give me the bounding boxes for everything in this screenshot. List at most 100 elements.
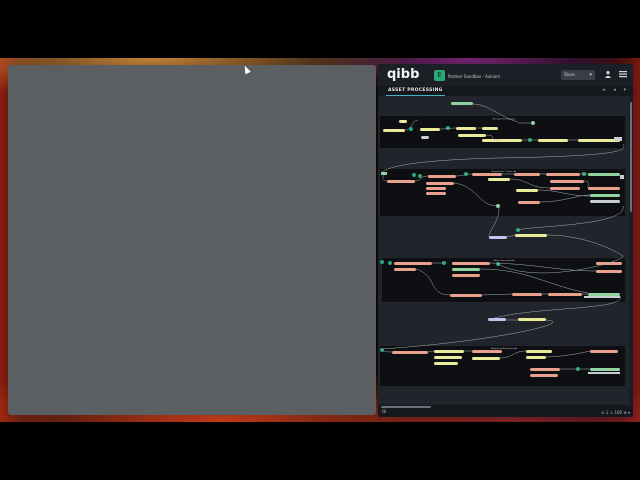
flow-node[interactable] [380, 260, 384, 264]
flow-node[interactable] [464, 172, 468, 176]
flow-node[interactable] [488, 318, 506, 321]
flow-node[interactable] [590, 368, 620, 371]
flow-node[interactable] [578, 139, 620, 142]
flow-diagram: Get Input From Axinom Request File / Cre… [380, 102, 625, 386]
user-icon[interactable] [604, 70, 612, 78]
grid-toggle-icon[interactable]: ⊞ [382, 409, 387, 415]
flow-group-1-label: Get Input From Axinom [492, 118, 515, 121]
flow-group-4-label: Notify Encoding Status Job [491, 347, 518, 350]
flow-node[interactable] [456, 127, 476, 130]
flow-node[interactable] [518, 318, 546, 321]
flow-node[interactable] [387, 180, 415, 183]
flow-node[interactable] [434, 350, 464, 353]
user-icon-glyph [605, 71, 611, 78]
flow-group-3 [382, 258, 625, 302]
hamburger-menu-icon[interactable] [618, 69, 628, 79]
flow-node[interactable] [482, 139, 522, 142]
project-icon[interactable]: E [434, 70, 445, 81]
flow-node[interactable] [472, 357, 500, 360]
flow-node[interactable] [584, 296, 620, 298]
flow-node[interactable] [420, 128, 440, 131]
flow-node[interactable] [399, 120, 407, 123]
flow-canvas[interactable]: Get Input From Axinom Request File / Cre… [378, 96, 629, 405]
flow-node[interactable] [514, 173, 540, 176]
flow-node[interactable] [548, 293, 582, 296]
status-indicators[interactable]: ⊖ 1 ⚠ 100 ⊕ ▾ [601, 410, 630, 415]
project-name[interactable]: Partner Sandbox - Axinom [448, 74, 501, 79]
flow-node[interactable] [458, 134, 486, 137]
flow-node[interactable] [590, 200, 620, 203]
flow-node[interactable] [620, 175, 624, 179]
flow-node[interactable] [452, 262, 490, 265]
flow-node[interactable] [546, 173, 580, 176]
flow-tab-bar: ASSET PROCESSING ▸ ◂ ▾ [378, 86, 633, 96]
flow-node[interactable] [383, 129, 405, 132]
flow-node[interactable] [512, 293, 542, 296]
flow-group-2 [380, 169, 625, 216]
flow-node[interactable] [450, 294, 482, 297]
flow-node[interactable] [412, 173, 416, 177]
flow-node[interactable] [590, 194, 620, 197]
flow-node[interactable] [516, 189, 538, 192]
flow-node[interactable] [452, 274, 480, 277]
flow-node[interactable] [434, 362, 458, 365]
vertical-scroll-thumb[interactable] [630, 102, 632, 212]
flow-wires [415, 234, 624, 296]
flow-node[interactable] [394, 268, 416, 271]
tab-scroll-controls[interactable]: ▸ ◂ ▾ [603, 87, 629, 93]
qibb-logo[interactable]: qibb [387, 67, 420, 82]
hamburger-menu-glyph [619, 71, 627, 78]
flow-node[interactable] [515, 234, 547, 237]
flow-node[interactable] [530, 368, 560, 371]
flow-node[interactable] [530, 374, 558, 377]
flow-node[interactable] [381, 172, 387, 175]
flow-node[interactable] [488, 178, 510, 181]
flow-node[interactable] [550, 180, 584, 183]
flow-node[interactable] [394, 262, 432, 265]
store-select[interactable]: Store ▾ [561, 70, 595, 80]
flow-node[interactable] [596, 270, 622, 273]
store-select-value: Store [564, 72, 575, 77]
flow-node[interactable] [590, 350, 618, 353]
status-bar: ⊞ ⊖ 1 ⚠ 100 ⊕ ▾ [378, 408, 633, 417]
flow-node[interactable] [380, 348, 384, 352]
flow-node[interactable] [418, 174, 422, 178]
tab-asset-processing[interactable]: ASSET PROCESSING [386, 86, 445, 96]
flow-node[interactable] [538, 139, 568, 142]
flow-node[interactable] [482, 127, 498, 130]
app-header: qibb E Partner Sandbox - Axinom Store ▾ [378, 64, 633, 86]
flow-node[interactable] [426, 182, 454, 185]
flow-node[interactable] [489, 236, 507, 239]
blank-window[interactable] [8, 65, 376, 415]
flow-wires [404, 103, 578, 141]
flow-node[interactable] [588, 173, 620, 176]
flow-node[interactable] [434, 356, 462, 359]
flow-wires [380, 143, 625, 207]
flow-node[interactable] [409, 127, 413, 131]
flow-node[interactable] [392, 351, 428, 354]
flow-node[interactable] [526, 350, 552, 353]
flow-node[interactable] [452, 268, 480, 271]
flow-node[interactable] [426, 187, 446, 190]
flow-node[interactable] [388, 261, 392, 265]
flow-node[interactable] [596, 262, 622, 265]
flow-node[interactable] [421, 136, 429, 139]
flow-node[interactable] [526, 356, 546, 359]
horizontal-scroll-thumb[interactable] [381, 406, 431, 408]
flow-group-3-label: Watch Transcode Job [494, 259, 515, 262]
flow-node[interactable] [426, 192, 446, 195]
flow-node[interactable] [472, 173, 502, 176]
flow-node[interactable] [451, 102, 473, 105]
flow-node[interactable] [588, 187, 620, 190]
flow-node[interactable] [588, 372, 620, 374]
vertical-scrollbar[interactable] [629, 96, 633, 405]
qibb-app-window: qibb E Partner Sandbox - Axinom Store ▾ … [378, 64, 633, 417]
flow-node[interactable] [614, 137, 622, 141]
flow-node[interactable] [588, 293, 620, 296]
flow-group-1 [380, 116, 625, 148]
flow-node[interactable] [428, 175, 456, 178]
flow-node[interactable] [518, 201, 540, 204]
flow-node[interactable] [446, 126, 450, 130]
flow-node[interactable] [472, 350, 502, 353]
flow-node[interactable] [550, 187, 580, 190]
